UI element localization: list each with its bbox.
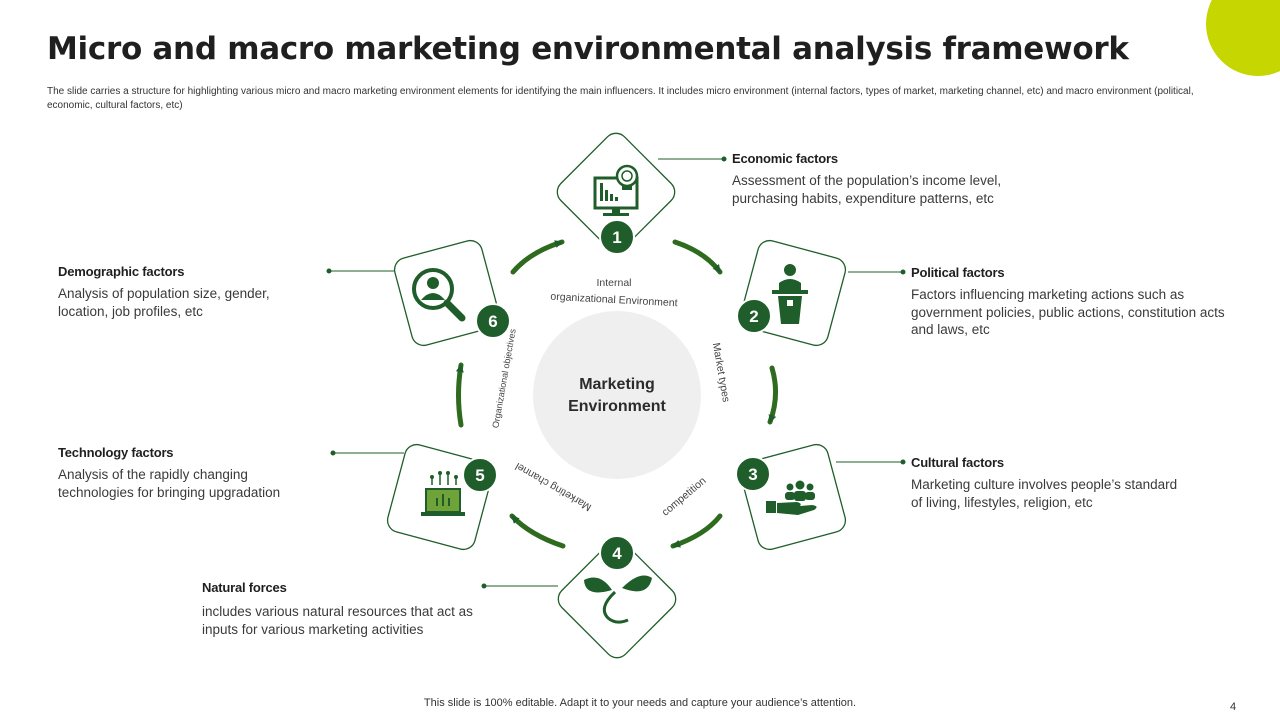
laptop-circuit-icon — [421, 471, 465, 516]
badge-1 — [599, 219, 635, 255]
badge-5-label: 5 — [475, 466, 484, 485]
natural-description: includes various natural resources that … — [202, 604, 473, 637]
ring-label-internal: Internal — [596, 277, 631, 289]
ring-label-org-environment: organizational Environment — [550, 291, 678, 310]
demographic-description: Analysis of population size, gender, loc… — [58, 286, 270, 319]
people-hand-icon — [766, 480, 817, 515]
box-economic — [556, 132, 676, 252]
ring-label-org-objectives: Organizational objectives — [490, 328, 517, 429]
cultural-heading: Cultural factors — [911, 455, 1004, 470]
badge-2 — [736, 298, 772, 334]
economic-description: Assessment of the population’s income le… — [732, 173, 1002, 206]
box-demographic — [393, 239, 501, 347]
arrow-2-to-3 — [767, 365, 778, 425]
natural-heading: Natural forces — [202, 580, 287, 595]
ring-label-competition: competition — [660, 475, 709, 519]
technology-heading: Technology factors — [58, 445, 174, 460]
badge-2-label: 2 — [749, 307, 758, 326]
center-label: Marketing Environment — [542, 374, 692, 418]
number-badges: 1 2 3 4 5 6 — [462, 219, 772, 571]
box-natural — [557, 539, 677, 659]
presentation-idea-icon — [593, 164, 639, 216]
badge-1-label: 1 — [612, 228, 621, 247]
center-label-line2: Environment — [568, 398, 666, 415]
center-label-line1: Marketing — [579, 376, 655, 393]
footer-note: This slide is 100% editable. Adapt it to… — [0, 697, 1280, 709]
demographic-heading: Demographic factors — [58, 264, 185, 279]
badge-3 — [735, 456, 771, 492]
user-search-icon — [412, 268, 466, 322]
badge-6 — [475, 303, 511, 339]
connector-lines — [326, 156, 906, 589]
footer-text: This slide is 100% editable. Adapt it to… — [423, 697, 857, 709]
center-circle — [533, 311, 701, 479]
political-heading: Political factors — [911, 265, 1005, 280]
cycle-arrows — [455, 239, 778, 549]
arrow-6-to-1 — [510, 239, 565, 275]
speaker-podium-icon — [772, 264, 808, 324]
technology-description: Analysis of the rapidly changing technol… — [58, 467, 281, 500]
page-subtitle: The slide carries a structure for highli… — [47, 86, 1194, 111]
badge-5 — [462, 457, 498, 493]
economic-heading: Economic factors — [732, 151, 838, 166]
arrow-1-to-2 — [672, 239, 723, 275]
page-number: 4 — [1230, 701, 1237, 713]
badge-4 — [599, 535, 635, 571]
ring-label-market-types: Market types — [710, 342, 732, 403]
arrow-4-to-5 — [509, 513, 566, 549]
page-title: Micro and macro marketing environmental … — [47, 31, 1129, 67]
badge-6-label: 6 — [488, 312, 497, 331]
cultural-description: Marketing culture involves people’s stan… — [911, 477, 1178, 510]
arrow-3-to-4 — [670, 513, 723, 549]
badge-3-label: 3 — [748, 465, 757, 484]
badge-4-label: 4 — [612, 544, 622, 563]
arrow-5-to-6 — [455, 362, 464, 428]
political-description: Factors influencing marketing actions su… — [911, 287, 1225, 337]
sprout-icon — [584, 575, 652, 624]
